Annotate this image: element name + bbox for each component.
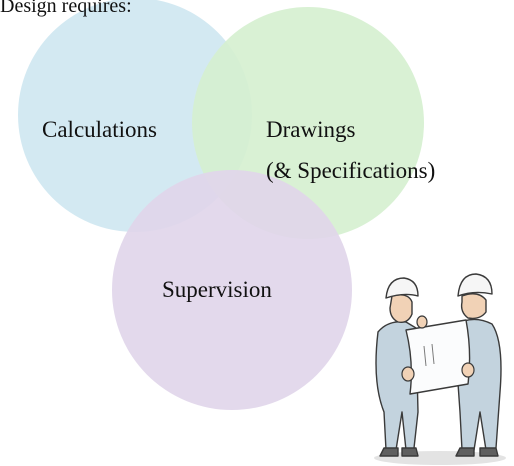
specifications-label: (& Specifications) xyxy=(266,158,435,183)
right-engineer-shoe-2 xyxy=(479,447,499,457)
left-engineer-helmet xyxy=(385,277,419,299)
blueprint-sheet xyxy=(405,319,471,395)
blueprint-lines xyxy=(423,343,435,367)
calculations-label: Calculations xyxy=(42,117,157,142)
engineers-with-blueprint-icon xyxy=(374,273,506,465)
left-engineer-shoe-2 xyxy=(401,447,419,457)
drawings-label: Drawings xyxy=(266,117,355,142)
left-engineer xyxy=(375,277,419,457)
right-hand xyxy=(461,362,475,378)
left-engineer-shoe xyxy=(379,447,399,457)
calculations-circle xyxy=(18,0,252,232)
left-engineer-face xyxy=(389,294,413,324)
right-engineer-face xyxy=(460,293,487,320)
right-engineer xyxy=(453,273,502,457)
pointing-hand xyxy=(416,315,428,329)
right-engineer-helmet xyxy=(457,273,493,297)
left-hand xyxy=(401,366,415,382)
supervision-circle xyxy=(112,170,352,410)
supervision-label: Supervision xyxy=(162,277,272,302)
right-engineer-shoe xyxy=(455,447,475,457)
left-engineer-body xyxy=(375,321,419,451)
